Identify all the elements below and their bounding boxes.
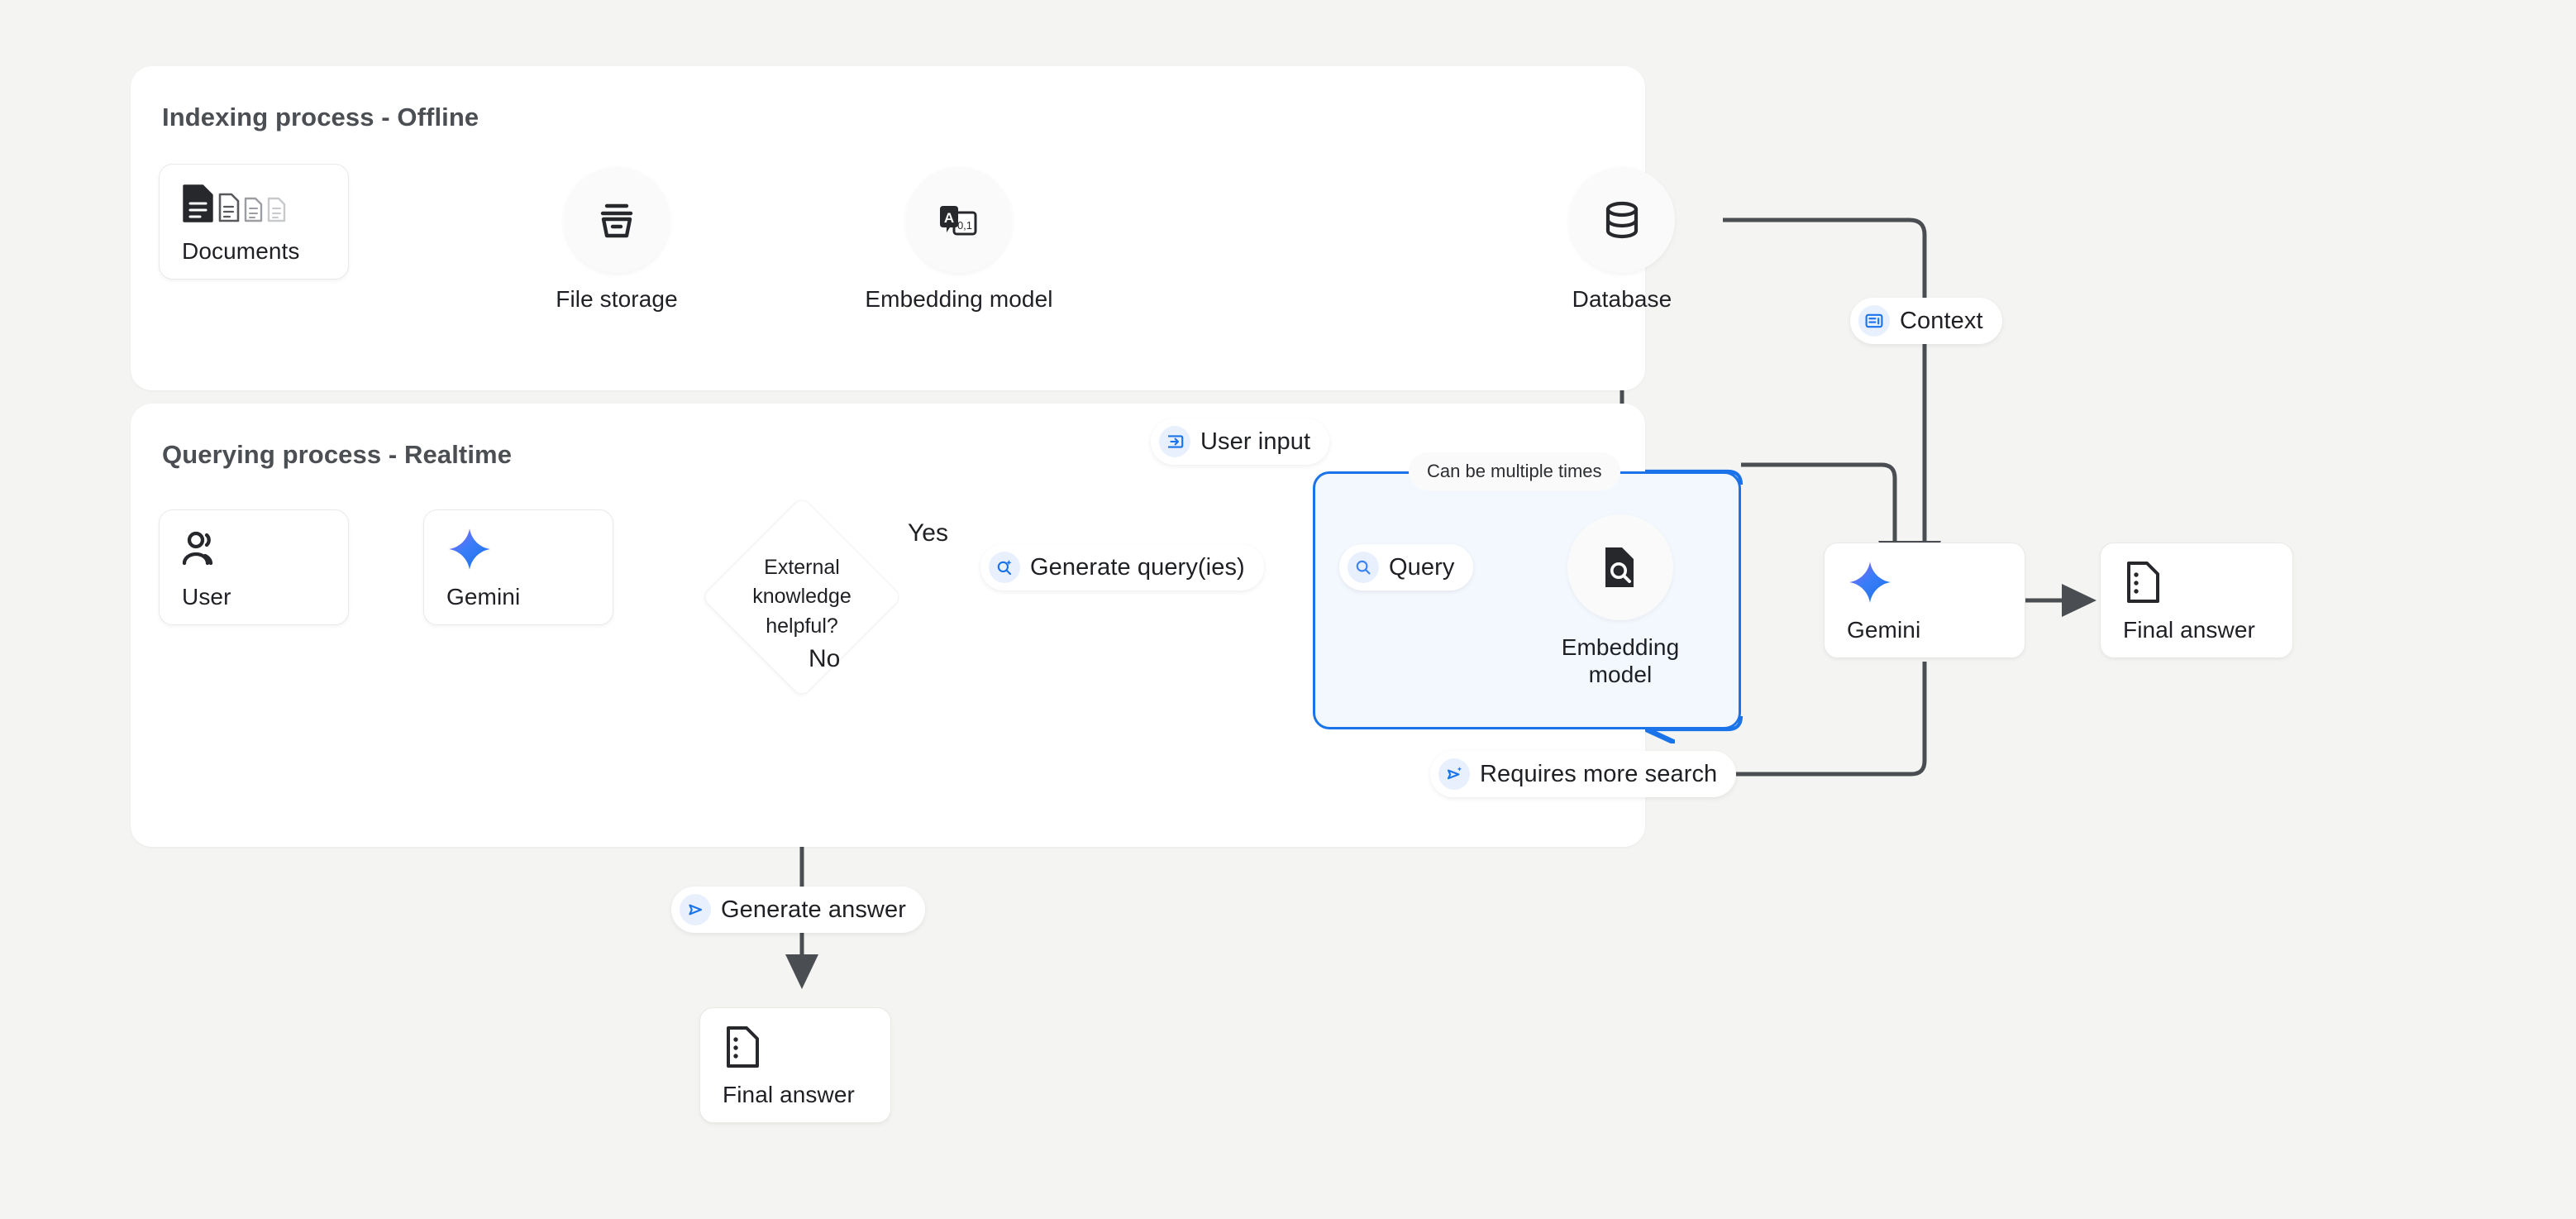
decision-line-2: knowledge: [752, 585, 852, 609]
requires-more-search-label: Requires more search: [1480, 760, 1718, 787]
generate-queries-label: Generate query(ies): [1030, 553, 1245, 581]
badge-query[interactable]: Query: [1339, 544, 1474, 590]
answer-doc-icon: [723, 1023, 868, 1071]
node-embedding-model-indexing[interactable]: 0,1 A: [906, 167, 1012, 273]
decision-line-3: helpful?: [766, 614, 838, 638]
node-embedding-model-query[interactable]: [1567, 514, 1673, 620]
context-card-icon: [1858, 305, 1890, 337]
svg-text:A: A: [944, 210, 954, 226]
final-answer-bottom-label: Final answer: [723, 1081, 855, 1107]
embedding-model-query-label: Embedding model: [1546, 633, 1695, 688]
badge-requires-more-search[interactable]: Requires more search: [1430, 751, 1737, 797]
send-icon: [680, 894, 711, 925]
final-answer-top-label: Final answer: [2123, 616, 2255, 643]
svg-text:0,1: 0,1: [957, 219, 972, 232]
people-icon: [182, 525, 326, 573]
translate-embedding-icon: 0,1 A: [940, 206, 977, 236]
badge-generate-queries[interactable]: Generate query(ies): [980, 544, 1264, 590]
search-sparkle-icon: [989, 552, 1020, 583]
node-final-answer-bottom[interactable]: Final answer: [699, 1007, 891, 1123]
answer-doc-icon: [2123, 558, 2270, 606]
loop-note-label: Can be multiple times: [1427, 461, 1602, 481]
badge-user-input[interactable]: User input: [1151, 418, 1330, 465]
gemini-sparkle-icon: [446, 525, 590, 573]
loop-note-badge: Can be multiple times: [1409, 452, 1620, 490]
database-label: Database: [1572, 286, 1672, 312]
node-gemini-2[interactable]: Gemini: [1824, 543, 2025, 658]
documents-label: Documents: [182, 237, 300, 264]
edge-label-no: No: [809, 645, 841, 672]
node-documents[interactable]: Documents: [159, 164, 349, 280]
loop-container-multiple-times: [1313, 471, 1741, 729]
archive-box-icon: [600, 203, 633, 238]
context-label: Context: [1900, 307, 1983, 334]
gemini-sparkle-icon: [1847, 558, 2002, 606]
node-user[interactable]: User: [159, 509, 349, 625]
embedding-model-indexing-label: Embedding model: [865, 286, 1053, 312]
querying-panel-title: Querying process - Realtime: [162, 440, 513, 469]
user-label: User: [182, 583, 231, 610]
query-label: Query: [1389, 553, 1455, 581]
document-search-icon: [1605, 547, 1634, 587]
generate-answer-label: Generate answer: [721, 896, 906, 923]
decision-external-knowledge[interactable]: External knowledge helpful?: [701, 496, 903, 698]
node-file-storage[interactable]: [564, 167, 670, 273]
user-input-label: User input: [1200, 428, 1311, 455]
badge-generate-answer[interactable]: Generate answer: [671, 887, 925, 933]
embedding-model-query-text: Embedding model: [1561, 634, 1680, 688]
edge-label-yes: Yes: [908, 519, 948, 547]
decision-text: External knowledge helpful?: [701, 496, 903, 698]
node-database[interactable]: [1569, 167, 1675, 273]
login-arrow-icon: [1159, 426, 1190, 457]
magnifier-icon: [1348, 552, 1379, 583]
gemini-1-label: Gemini: [446, 583, 521, 610]
panel-indexing-process: Indexing process - Offline: [131, 66, 1645, 390]
node-gemini-1[interactable]: Gemini: [423, 509, 613, 625]
gemini-2-label: Gemini: [1847, 616, 1921, 643]
indexing-panel-title: Indexing process - Offline: [162, 103, 479, 131]
badge-context[interactable]: Context: [1850, 298, 2002, 344]
node-final-answer-top[interactable]: Final answer: [2100, 543, 2293, 658]
file-storage-label: File storage: [556, 286, 678, 312]
database-icon: [1605, 201, 1639, 239]
decision-line-1: External: [764, 555, 840, 579]
send-sparkle-icon: [1438, 758, 1470, 790]
documents-icon: [182, 179, 326, 227]
